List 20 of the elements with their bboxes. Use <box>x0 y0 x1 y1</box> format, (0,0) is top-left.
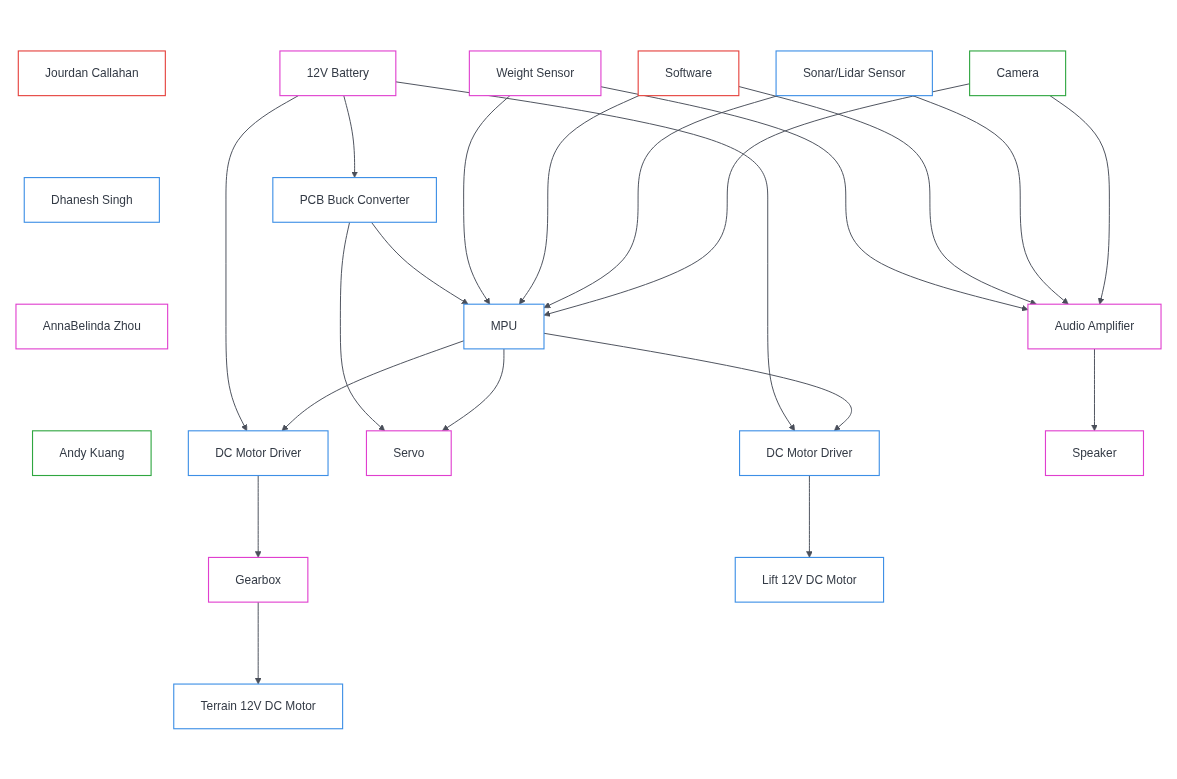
node-box <box>17 50 166 96</box>
node-box <box>739 429 880 476</box>
node-box <box>1044 429 1145 476</box>
node-box <box>279 50 397 96</box>
node-box <box>637 50 740 96</box>
node-box <box>23 176 160 223</box>
node-box <box>775 50 933 96</box>
node-box <box>365 429 452 476</box>
node-box <box>969 50 1067 96</box>
node-box <box>734 556 885 603</box>
block-diagram: Jourdan Callahan Dhanesh Singh AnnaBelinda Zhou Andy Kuang 12V Battery Weight Sensor Software Sonar/Lidar Sensor Camera PCB Buck Converter DC Motor Driver Gearbox Terrain 12V DC Motor MPU Servo DC Motor Driver Lift 12V DC Motor Audio Amplifier Speaker <box>10 44 1167 735</box>
node-box <box>207 556 309 603</box>
node-box <box>463 303 545 350</box>
node-box <box>15 303 169 350</box>
node-box <box>272 176 437 223</box>
node-box <box>187 429 329 476</box>
node-box <box>173 683 344 729</box>
node-box <box>1027 303 1162 350</box>
node-box <box>468 50 602 96</box>
node-box <box>31 429 152 476</box>
